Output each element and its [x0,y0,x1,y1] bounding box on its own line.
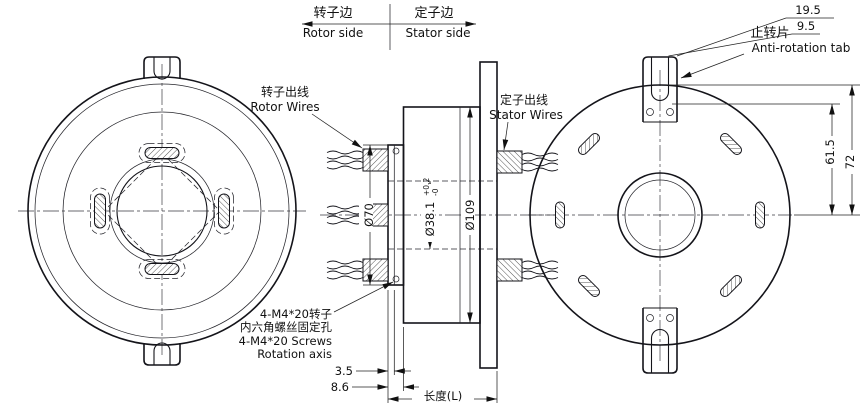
stator-wires-label-en: Stator Wires [489,108,563,122]
anti-rotation-label-zh: 止转片 [750,26,789,41]
dim-bore-dia: Ø38.1 +0.2 -0 [421,178,440,249]
stator-wires-callout: 定子出线 Stator Wires [489,92,563,151]
bore-circle [116,165,208,257]
anti-rotation-leader [680,53,745,79]
dim-9-5-text: 9.5 [797,19,815,33]
stator-side-label-en: Stator side [405,26,470,40]
dim-3-5-text: 3.5 [335,364,353,378]
screw-hole-top [392,147,400,155]
anti-rotation-label-en: Anti-rotation tab [752,41,851,55]
rotor-wires-callout: 转子出线 Rotor Wires [250,84,363,149]
rotor-wires-leader [311,113,363,149]
rotor-side-label-zh: 转子边 [313,6,352,21]
screw-note-zh2: 内六角螺丝固定孔 [240,320,332,334]
screw-note-en: 4-M4*20 Screws [239,334,332,348]
anti-rotation-callout: 止转片 Anti-rotation tab [680,26,851,79]
rotor-wire-bundle [326,148,389,172]
stator-wires-label-zh: 定子出线 [500,92,548,107]
left-view-rotor-face [18,56,306,366]
screw-note-zh1: 4-M4*20转子 [260,307,332,321]
stator-slot [576,273,602,299]
dim-dia38-tol-minus: -0 [431,188,440,196]
bottom-tab [143,342,181,366]
dim-tab-width: 19.5 9.5 [668,3,834,57]
stator-wire-bundle [496,258,559,282]
stator-wires-leader [502,121,509,151]
section-view: 转子边 Rotor side 定子边 Stator side 转子出线 Roto… [239,4,565,403]
top-tab [143,56,181,80]
stator-slot [718,131,744,157]
right-view-stator-face: 19.5 9.5 止转片 Anti-rotation tab 61.5 [528,3,860,374]
rotor-side-label-en: Rotor side [303,26,364,40]
outer-circle [529,84,791,346]
dim-8-6-text: 8.6 [331,380,349,394]
anti-rotation-tab-bottom [642,307,678,374]
side-header: 转子边 Rotor side 定子边 Stator side [302,4,476,50]
dim-dia109-text: Ø109 [463,199,477,230]
screw-hole-bottom [392,275,400,283]
screw-note-callout: 4-M4*20转子 内六角螺丝固定孔 4-M4*20 Screws Rotati… [239,281,394,361]
dim-rotor-flange-dia: Ø70 [359,144,390,286]
dim-dia38-text: Ø38.1 [423,202,437,237]
dim-body-dia: Ø109 [461,107,477,323]
dim-tab-height: 61.5 72 [668,84,860,216]
dim-19-5-text: 19.5 [795,3,821,17]
dim-length-text: 长度(L) [424,389,462,403]
anti-rotation-tab-top [642,56,678,123]
dim-dia38-tol-plus: +0.2 [422,178,431,196]
dim-61-5-text: 61.5 [823,139,837,165]
rotor-wires-label-en: Rotor Wires [250,100,319,114]
bore-step-circle [624,179,696,251]
rotor-wire-bundle [326,258,389,282]
stator-slot [755,201,765,229]
stator-wire-bundle [496,150,559,174]
mounting-flange-plate [479,61,498,369]
stator-side-label-zh: 定子边 [414,6,453,21]
bolt-circle [62,111,262,311]
dim-dia70-text: Ø70 [362,203,376,227]
rotor-wires-label-zh: 转子出线 [261,84,309,99]
screw-note-leader [333,281,394,313]
bore-circle [617,172,703,258]
bottom-dimensions: 3.5 8.6 长度(L) [331,290,498,403]
outer-circle [27,76,297,346]
dim-72-text: 72 [843,155,857,170]
outer-inner-ring [34,83,290,339]
rotation-axis-label: Rotation axis [257,347,332,361]
stator-slot [576,131,602,157]
stator-slot [555,201,565,229]
stator-slot [718,273,744,299]
